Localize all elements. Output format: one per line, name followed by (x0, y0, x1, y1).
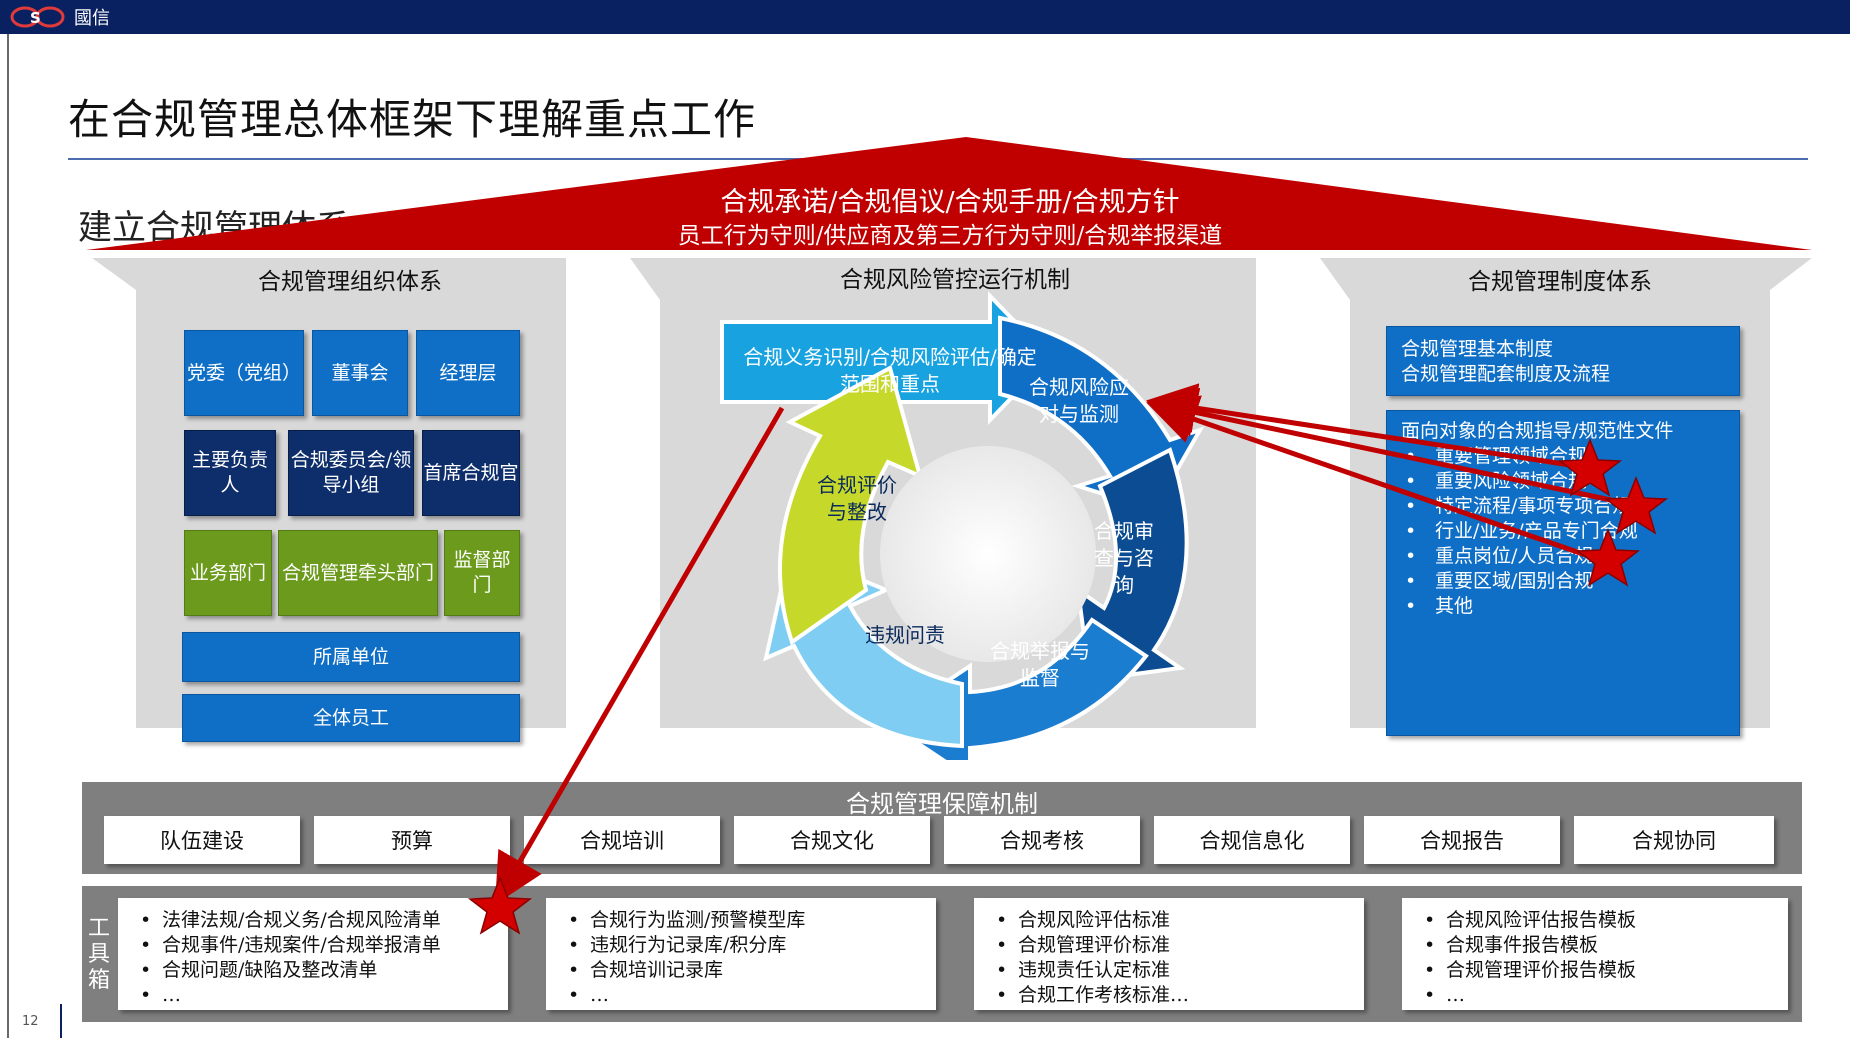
toolbox-item: 合规事件/违规案件/合规举报清单 (140, 933, 498, 958)
toolbox-item: 合规事件报告模板 (1424, 933, 1778, 958)
org-bar-all-staff: 全体员工 (182, 694, 520, 742)
guarantee-item-report: 合规报告 (1364, 816, 1560, 864)
system-guidance-box: 面向对象的合规指导/规范性文件 重要管理领域合规 重要风险领域合规 特定流程/事… (1386, 410, 1740, 736)
toolbox-item: … (140, 983, 498, 1008)
guidance-item: 重要风险领域合规 (1395, 469, 1731, 494)
toolbox-item: 合规风险评估报告模板 (1424, 908, 1778, 933)
left-margin-line (7, 34, 9, 1038)
toolbox-item: 法律法规/合规义务/合规风险清单 (140, 908, 498, 933)
toolbox-item: 合规培训记录库 (568, 958, 926, 983)
guidance-item: 重要管理领域合规 (1395, 444, 1731, 469)
toolbox-item: 合规问题/缺陷及整改清单 (140, 958, 498, 983)
org-bar-subsidiaries: 所属单位 (182, 632, 520, 682)
system-basic-line-1: 合规管理基本制度 (1401, 338, 1554, 360)
guidance-item: 行业/业务/产品专门合规 (1395, 519, 1731, 544)
cycle-label-evaluate: 合规评价与整改 (817, 473, 897, 524)
guidance-item: 其他 (1395, 594, 1731, 619)
toolbox-item: 违规行为记录库/积分库 (568, 933, 926, 958)
risk-cycle-diagram (720, 291, 1205, 760)
pillar-gap-left (566, 258, 660, 728)
org-block-supervision-dept: 监督部门 (444, 530, 520, 616)
toolbox-box-templates: 合规风险评估报告模板 合规事件报告模板 合规管理评价报告模板 … (1402, 898, 1788, 1010)
system-guidance-list: 重要管理领域合规 重要风险领域合规 特定流程/事项专项合规 行业/业务/产品专门… (1395, 444, 1731, 619)
guarantee-item-culture: 合规文化 (734, 816, 930, 864)
toolbox-item: 合规工作考核标准… (996, 983, 1354, 1008)
org-block-management: 经理层 (416, 330, 520, 416)
guarantee-item-team: 队伍建设 (104, 816, 300, 864)
system-guidance-header: 面向对象的合规指导/规范性文件 (1401, 420, 1674, 442)
org-block-chief: 主要负责人 (184, 430, 276, 516)
roof-line-2: 员工行为守则/供应商及第三方行为守则/合规举报渠道 (677, 223, 1223, 249)
guarantee-item-informatization: 合规信息化 (1154, 816, 1350, 864)
roof-triangle (86, 137, 1812, 250)
guidance-item: 重点岗位/人员合规 (1395, 544, 1731, 569)
logo-mark-icon: S (10, 6, 65, 28)
cycle-center (880, 446, 1096, 662)
guidance-item: 重要区域/国别合规 (1395, 569, 1731, 594)
cycle-label-response: 合规风险应对与监测 (1029, 375, 1129, 426)
footer-rule (60, 1004, 62, 1038)
pillar-org-title: 合规管理组织体系 (258, 269, 442, 295)
toolbox-label: 工具箱 (87, 916, 110, 993)
toolbox-box-databases: 合规行为监测/预警模型库 违规行为记录库/积分库 合规培训记录库 … (546, 898, 936, 1010)
toolbox-item: 合规管理评价标准 (996, 933, 1354, 958)
cycle-label-accountability: 违规问责 (865, 623, 945, 647)
slide-title: 在合规管理总体框架下理解重点工作 (68, 95, 757, 144)
cycle-label-identify: 合规义务识别/合规风险评估/确定范围和重点 (743, 345, 1037, 396)
system-basic-line-2: 合规管理配套制度及流程 (1401, 363, 1611, 385)
system-basic-box: 合规管理基本制度 合规管理配套制度及流程 (1386, 326, 1740, 396)
pillar-gap-right (1256, 258, 1350, 728)
org-block-board: 董事会 (312, 330, 408, 416)
guarantee-item-budget: 预算 (314, 816, 510, 864)
header-bar (0, 0, 1850, 34)
toolbox-box-lists: 法律法规/合规义务/合规风险清单 合规事件/违规案件/合规举报清单 合规问题/缺… (118, 898, 508, 1010)
guarantee-item-assessment: 合规考核 (944, 816, 1140, 864)
guarantee-item-coordination: 合规协同 (1574, 816, 1774, 864)
page-number: 12 (22, 1014, 39, 1029)
toolbox-item: 合规风险评估标准 (996, 908, 1354, 933)
org-block-lead-dept: 合规管理牵头部门 (278, 530, 438, 616)
guarantee-title: 合规管理保障机制 (846, 790, 1038, 818)
org-block-committee: 合规委员会/领导小组 (288, 430, 414, 516)
pillar-system-title: 合规管理制度体系 (1468, 269, 1652, 295)
svg-text:S: S (30, 9, 41, 27)
cycle-label-report: 合规举报与监督 (990, 639, 1090, 690)
toolbox-item: 违规责任认定标准 (996, 958, 1354, 983)
roof-line-1: 合规承诺/合规倡议/合规手册/合规方针 (720, 187, 1180, 218)
toolbox-box-standards: 合规风险评估标准 合规管理评价标准 违规责任认定标准 合规工作考核标准… (974, 898, 1364, 1010)
toolbox-item: … (568, 983, 926, 1008)
org-block-cco: 首席合规官 (422, 430, 520, 516)
cycle-label-review: 合规审查与咨询 (1094, 519, 1154, 597)
org-block-party-committee: 党委（党组） (184, 330, 304, 416)
logo-text: 國信 (74, 8, 110, 29)
toolbox-item: 合规行为监测/预警模型库 (568, 908, 926, 933)
org-block-business-dept: 业务部门 (184, 530, 272, 616)
toolbox-item: … (1424, 983, 1778, 1008)
guidance-item: 特定流程/事项专项合规 (1395, 494, 1731, 519)
guarantee-item-training: 合规培训 (524, 816, 720, 864)
toolbox-item: 合规管理评价报告模板 (1424, 958, 1778, 983)
pillar-risk-title: 合规风险管控运行机制 (840, 267, 1070, 293)
company-logo: S 國信 (10, 4, 110, 30)
